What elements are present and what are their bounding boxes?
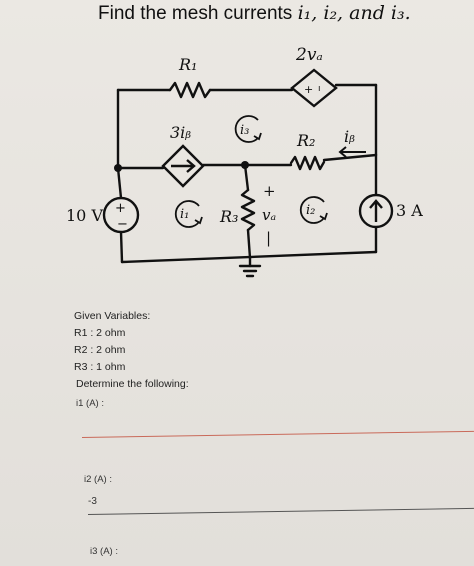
node-center [241,161,249,169]
ib-label: iᵦ [344,127,355,146]
r2-zigzag [289,155,326,171]
wire-mid-right [322,153,378,162]
answer-i3-label: i3 (A) : [90,546,118,557]
r2-label: R₂ [296,131,315,150]
mesh-i1-loop [174,200,203,228]
source-10v-label: 10 V [66,206,103,225]
given-r2: R2 : 2 ohm [74,344,126,356]
current-source-3a [358,193,394,229]
va-plus: + [263,182,276,200]
source-plus: + [115,201,126,216]
wire-r3-top [243,163,250,192]
node-left [114,164,122,172]
dep-voltage-label: 2vₐ [295,45,323,65]
determine-heading: Determine the following: [76,378,189,390]
mesh-i3-label: i₃ [240,123,249,138]
source-3a-label: 3 A [396,201,423,220]
answer-i2-field[interactable]: -3 [88,496,97,507]
title-variables: i₁, i₂, and i₃. [297,2,411,24]
given-heading: Given Variables: [74,310,151,322]
answer-i1-underline [81,430,474,438]
wire-left-bottom [119,230,124,264]
ib-arrow [338,146,366,158]
dependent-voltage-source [290,68,338,108]
mesh-i2-label: i₂ [306,203,315,218]
wire-r3-bottom [246,228,252,260]
dep-voltage-minus-mark: ı [318,84,321,94]
dep-current-label: 3iᵦ [170,123,191,142]
title-text: Find the mesh currents [98,3,298,24]
r3-label: R₃ [219,207,238,226]
dependent-current-source [161,144,205,188]
given-r1: R1 : 2 ohm [74,327,126,339]
wire-left-lower [116,166,123,200]
voltage-source-10v [102,196,140,234]
answer-i2-label: i2 (A) : [84,474,112,485]
r1-label: R₁ [178,55,197,74]
r1-zigzag [168,81,212,99]
r3-zigzag [240,188,256,232]
source-minus: − [117,217,128,232]
answer-i2-underline [87,507,474,515]
circuit-diagram: + ı 2vₐ 3iᵦ + − 10 V 3 A R₁ R₂ R₃ [66,45,423,278]
mesh-i2-loop [299,196,328,224]
mesh-i1-label: i₁ [180,207,189,222]
va-label: vₐ [262,206,276,224]
answer-i1-label: i1 (A) : [76,398,104,409]
va-minus: | [266,229,271,247]
mesh-i3-loop [234,115,262,143]
dep-voltage-plus: + [304,83,313,96]
given-r3: R3 : 1 ohm [74,361,126,373]
problem-title: Find the mesh currents i₁, i₂, and i₃. [98,2,411,25]
given-variables-block: Given Variables: R1 : 2 ohm R2 : 2 ohm R… [74,308,189,393]
